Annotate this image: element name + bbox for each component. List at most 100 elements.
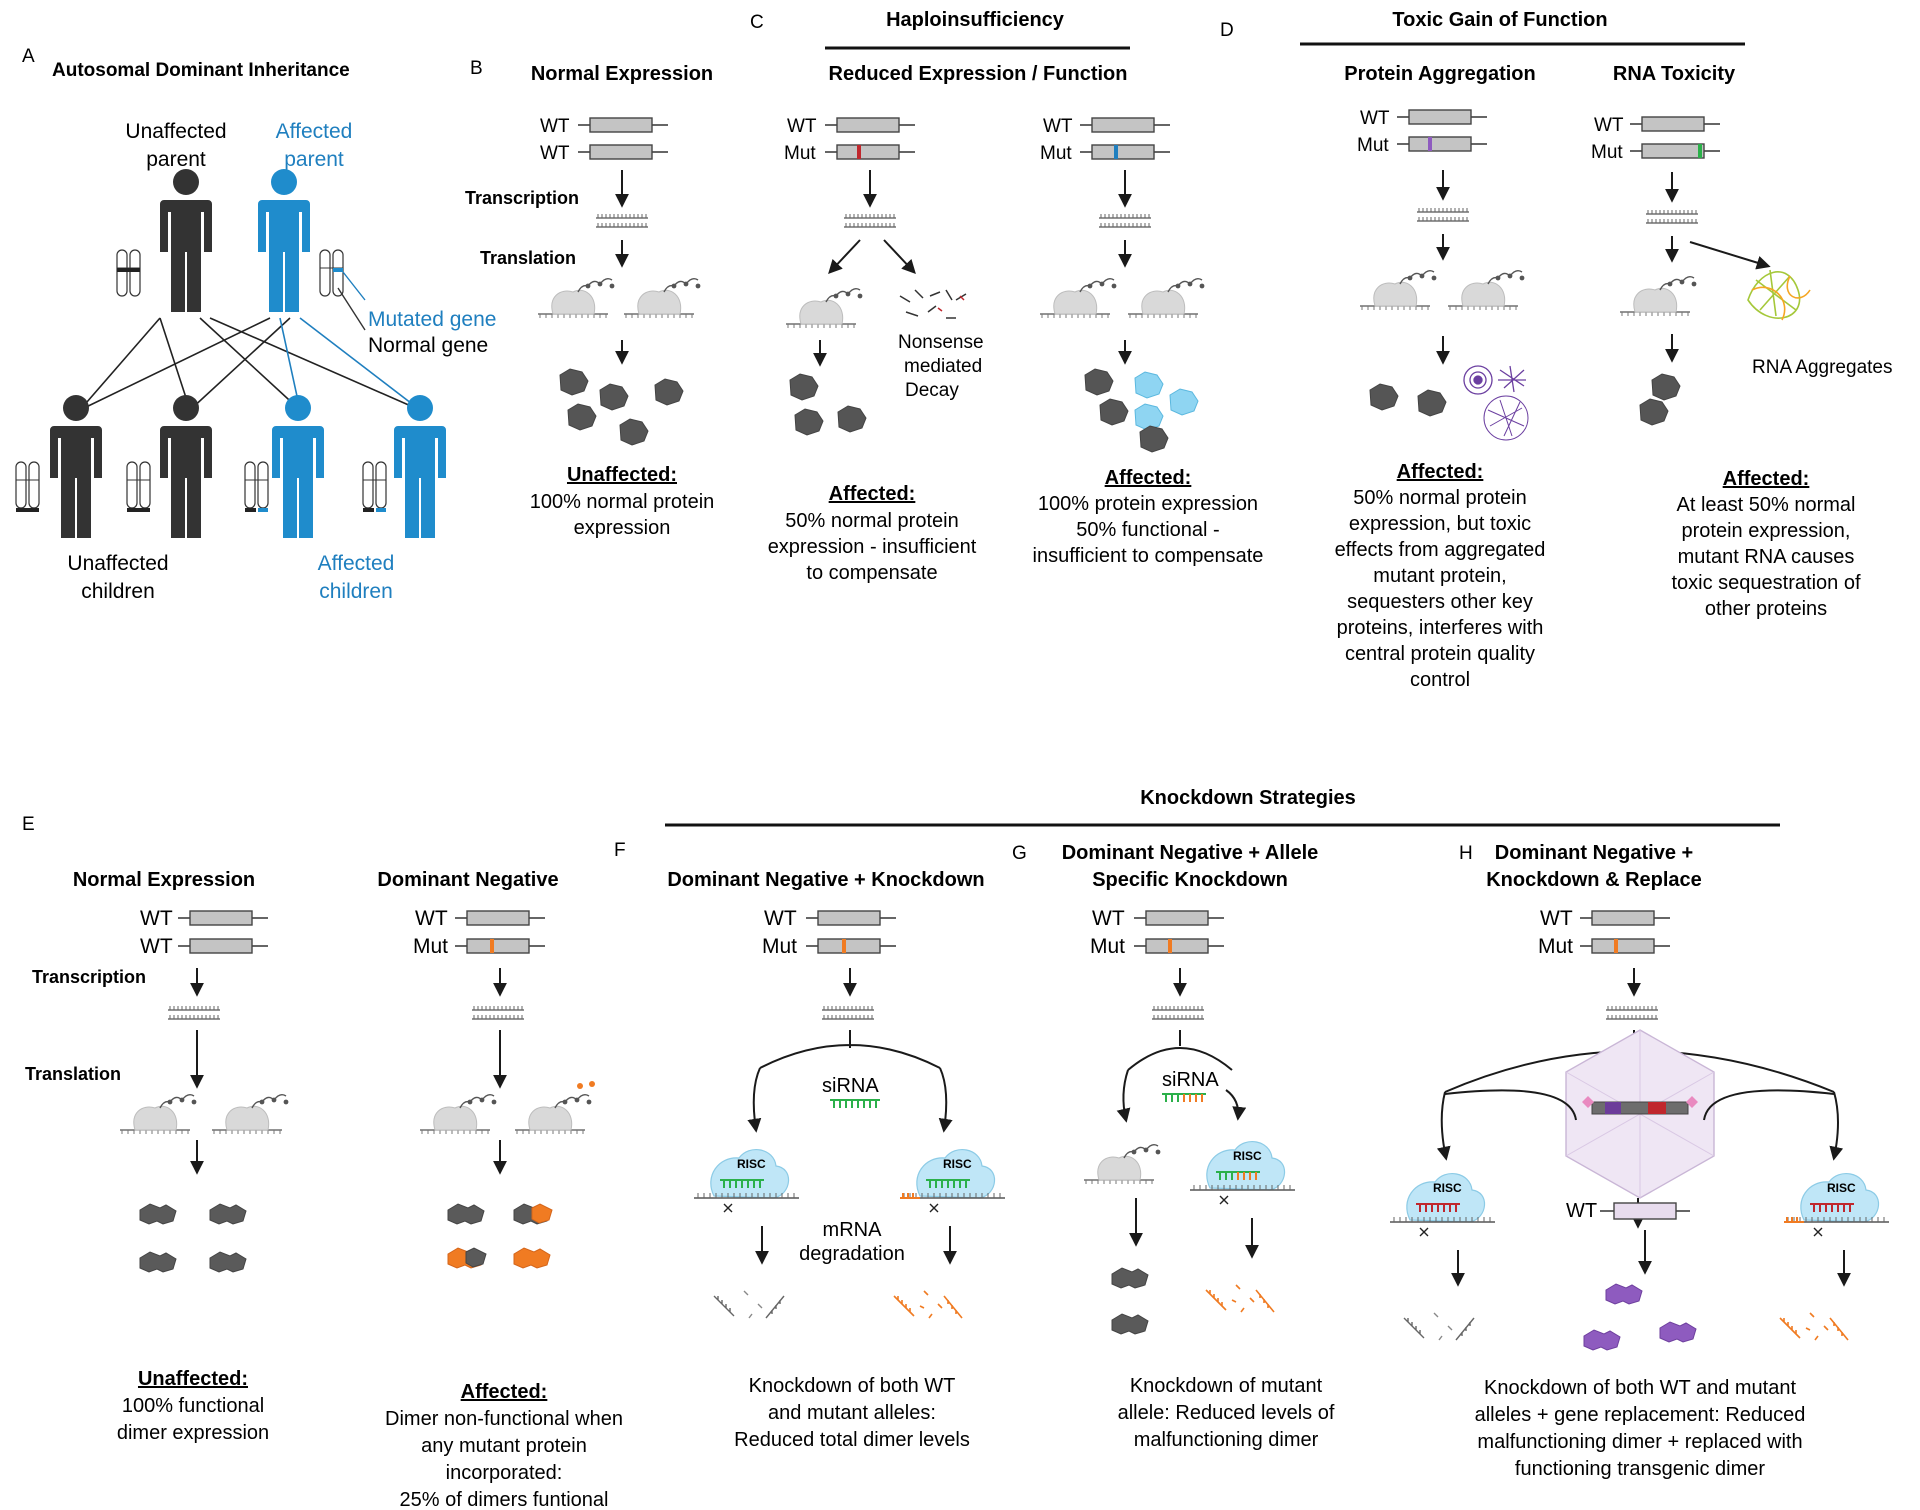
panel-d-rna-3: mutant RNA causes	[1678, 546, 1855, 568]
panel-e-dn-4: 25% of dimers funtional	[399, 1489, 608, 1510]
mut-gene	[805, 938, 897, 954]
child-icon	[394, 395, 446, 538]
unaffected-parent-label-1: Unaffected	[125, 120, 226, 143]
panel-d-agg-5: sequesters other key	[1347, 591, 1533, 613]
protein	[837, 405, 867, 433]
panel-h: H Dominant Negative + Knockdown & Replac…	[1389, 842, 1890, 1480]
panel-d-rna-head: Affected:	[1723, 468, 1810, 490]
panel-d-agg-head: Affected:	[1397, 461, 1484, 483]
child-icon	[50, 395, 102, 538]
protein	[1417, 389, 1447, 417]
panel-d-agg-4: mutant protein,	[1373, 565, 1506, 587]
aav-capsid	[1565, 1029, 1715, 1199]
child-icon	[272, 395, 324, 538]
mut-label: Mut	[784, 143, 816, 164]
panel-f-result-2: and mutant alleles:	[768, 1402, 936, 1424]
panel-b: B Normal Expression WT WT Transcription …	[465, 58, 714, 539]
panel-e-normal-2: dimer expression	[117, 1422, 269, 1444]
degraded-mrna	[1403, 1312, 1475, 1341]
panel-g-title-1: Dominant Negative + Allele	[1062, 842, 1319, 864]
panel-d-agg-3: effects from aggregated	[1335, 539, 1546, 561]
panel-d: D Toxic Gain of Function Protein Aggrega…	[1220, 9, 1892, 691]
child-icon	[160, 395, 212, 538]
transcription-label: Transcription	[32, 967, 146, 987]
nmd-label-3: Decay	[905, 380, 959, 401]
mut-label: Mut	[1090, 935, 1125, 958]
protein	[1099, 398, 1129, 426]
panel-e-normal-title: Normal Expression	[73, 869, 255, 891]
mut-gene	[1579, 938, 1671, 954]
panel-b-result-2: expression	[574, 517, 671, 539]
protein	[567, 403, 597, 431]
panel-d-agg-6: proteins, interferes with	[1337, 617, 1544, 639]
panel-e-dn-3: incorporated:	[446, 1462, 563, 1484]
wt-gene	[824, 117, 916, 133]
panel-e-letter: E	[22, 814, 35, 835]
mutant-protein	[1169, 388, 1199, 416]
panel-b-result-1: 100% normal protein	[530, 491, 715, 513]
mrna-strand	[1416, 207, 1470, 222]
mut-gene	[454, 938, 546, 954]
ribosome	[1359, 269, 1438, 311]
panel-d-agg-8: control	[1410, 669, 1470, 691]
dimer	[139, 1203, 177, 1225]
affected-parent-label-2: parent	[284, 148, 344, 171]
panel-c-letter: C	[750, 12, 764, 33]
wt-gene	[1133, 910, 1225, 926]
risc-label: RISC	[1433, 1181, 1462, 1195]
panel-c-left-3: to compensate	[806, 562, 937, 584]
ribosome	[1039, 277, 1118, 319]
wt-gene	[177, 938, 269, 954]
rna-toxicity-title: RNA Toxicity	[1613, 63, 1736, 85]
panel-h-result-4: functioning transgenic dimer	[1515, 1458, 1765, 1480]
panel-d-rna-4: toxic sequestration of	[1672, 572, 1861, 594]
panel-d-agg-1: 50% normal protein	[1353, 487, 1526, 509]
panel-g-title-2: Specific Knockdown	[1092, 869, 1288, 891]
mut-gene	[1079, 144, 1171, 160]
affected-parent-icon	[258, 169, 310, 312]
dimer	[209, 1251, 247, 1273]
ribosome	[785, 287, 864, 329]
wt-label: WT	[1043, 116, 1073, 137]
child-chromosome-pair	[126, 461, 151, 509]
protein-aggregate	[1463, 365, 1529, 441]
panel-h-result-1: Knockdown of both WT and mutant	[1484, 1377, 1796, 1399]
mut-label: Mut	[1591, 142, 1623, 163]
degraded-mutant-mrna	[1205, 1284, 1275, 1313]
child-chromosome-pair	[362, 461, 387, 509]
wt-label: WT	[1594, 115, 1624, 136]
wt-label: WT	[1360, 108, 1390, 129]
mrna-strand	[821, 1005, 875, 1020]
degradation-label-2: degradation	[799, 1243, 905, 1265]
panel-c: C Haploinsufficiency Reduced Expression …	[750, 9, 1263, 584]
ribosome	[1619, 275, 1698, 317]
panel-e-dn-2: any mutant protein	[421, 1435, 587, 1457]
panel-c-right-1: 100% protein expression	[1038, 493, 1258, 515]
protein	[789, 373, 819, 401]
panel-h-title-1: Dominant Negative +	[1495, 842, 1693, 864]
panel-g-result-3: malfunctioning dimer	[1134, 1429, 1319, 1451]
mrna-strand	[167, 1005, 221, 1020]
panel-a: A Autosomal Dominant Inheritance Unaffec…	[15, 46, 496, 603]
dimer	[1111, 1267, 1149, 1289]
unaffected-children-label-1: Unaffected	[67, 552, 168, 575]
mixed-dimer	[447, 1247, 487, 1269]
mixed-dimer	[513, 1203, 553, 1225]
affected-parent-label-1: Affected	[276, 120, 353, 143]
sirna	[1162, 1093, 1206, 1102]
mut-gene	[1396, 136, 1488, 152]
mrna-strand	[1098, 213, 1152, 228]
ribosome	[537, 277, 616, 319]
mut-label: Mut	[413, 935, 448, 958]
toxic-gain-title: Toxic Gain of Function	[1392, 9, 1607, 31]
degraded-mutant-mrna	[1779, 1312, 1849, 1341]
wt-label: WT	[1540, 907, 1573, 930]
mut-gene	[1133, 938, 1225, 954]
panel-c-right-head: Affected:	[1105, 467, 1192, 489]
dimer	[139, 1251, 177, 1273]
panel-a-title: Autosomal Dominant Inheritance	[52, 60, 350, 81]
wt-label: WT	[787, 116, 817, 137]
rna-aggregates-label: RNA Aggregates	[1752, 357, 1892, 378]
wt-gene	[805, 910, 897, 926]
